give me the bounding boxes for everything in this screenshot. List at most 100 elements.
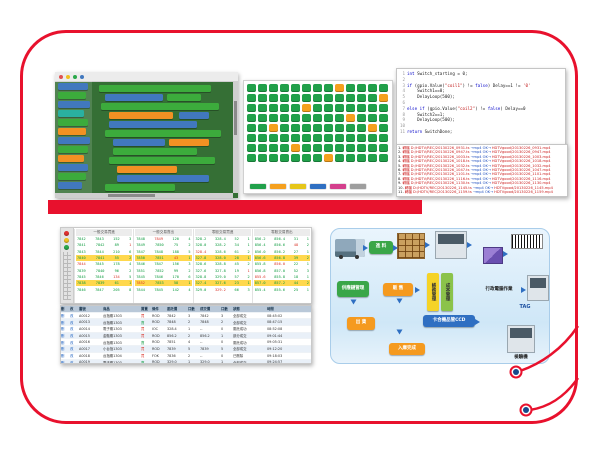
grid-button[interactable]: [379, 114, 388, 122]
grid-button[interactable]: [280, 134, 289, 142]
grid-button[interactable]: [269, 144, 278, 152]
grid-button[interactable]: [313, 84, 322, 92]
grid-button[interactable]: [302, 84, 311, 92]
grid-button[interactable]: [324, 144, 333, 152]
order-cell[interactable]: 改: [70, 334, 74, 339]
grid-button[interactable]: [247, 134, 256, 142]
grid-button[interactable]: [346, 94, 355, 102]
grid-button[interactable]: [258, 144, 267, 152]
grid-button[interactable]: [302, 104, 311, 112]
grid-button[interactable]: [346, 124, 355, 132]
grid-button[interactable]: [313, 94, 322, 102]
grid-button[interactable]: [291, 154, 300, 162]
grid-button[interactable]: [335, 154, 344, 162]
grid-button[interactable]: [368, 84, 377, 92]
grid-button[interactable]: [302, 114, 311, 122]
grid-button[interactable]: [247, 114, 256, 122]
palette-block[interactable]: [58, 146, 88, 153]
order-cell[interactable]: 改: [70, 340, 74, 345]
grid-button[interactable]: [379, 104, 388, 112]
grid-button[interactable]: [357, 124, 366, 132]
code-block[interactable]: [169, 139, 209, 146]
grid-button[interactable]: [313, 134, 322, 142]
grid-button[interactable]: [368, 94, 377, 102]
code-block[interactable]: [179, 112, 209, 119]
grid-button[interactable]: [291, 84, 300, 92]
grid-button[interactable]: [324, 134, 333, 142]
grid-button[interactable]: [357, 144, 366, 152]
grid-button[interactable]: [335, 104, 344, 112]
log-row[interactable]: 7.轉檔 D:/HDTV/REC/20130226_1101.ts→mp4 OK…: [398, 172, 566, 176]
grid-button[interactable]: [302, 154, 311, 162]
grid-button[interactable]: [247, 144, 256, 152]
code-block[interactable]: [113, 139, 165, 146]
grid-button[interactable]: [357, 114, 366, 122]
code-block[interactable]: [109, 157, 215, 164]
grid-button[interactable]: [346, 84, 355, 92]
order-cell[interactable]: 刪: [61, 314, 65, 319]
order-cell[interactable]: 刪: [61, 334, 65, 339]
grid-button[interactable]: [368, 104, 377, 112]
grid-button[interactable]: [346, 154, 355, 162]
grid-button[interactable]: [302, 134, 311, 142]
order-cell[interactable]: 刪: [61, 340, 65, 345]
grid-button[interactable]: [258, 154, 267, 162]
palette-block[interactable]: [58, 110, 84, 117]
grid-button[interactable]: [247, 104, 256, 112]
order-cell[interactable]: 改: [70, 354, 74, 359]
grid-button[interactable]: [291, 124, 300, 132]
grid-button[interactable]: [280, 104, 289, 112]
order-cell[interactable]: 改: [70, 320, 74, 325]
grid-button[interactable]: [313, 144, 322, 152]
grid-button[interactable]: [280, 154, 289, 162]
log-row[interactable]: 10.轉檔 D:/HDTV/REC/20130226_1145.ts→mp4 O…: [398, 186, 566, 190]
grid-button[interactable]: [258, 114, 267, 122]
grid-button[interactable]: [379, 124, 388, 132]
palette-block[interactable]: [58, 173, 86, 180]
log-row[interactable]: 1.轉檔 D:/HDTV/REC/20130226_0931.ts→mp4 OK…: [398, 146, 566, 150]
grid-button[interactable]: [368, 144, 377, 152]
log-row[interactable]: 8.轉檔 D:/HDTV/REC/20130226_1116.ts→mp4 OK…: [398, 177, 566, 181]
grid-button[interactable]: [280, 124, 289, 132]
code-block[interactable]: [105, 94, 163, 101]
grid-button[interactable]: [291, 94, 300, 102]
grid-button[interactable]: [335, 114, 344, 122]
grid-button[interactable]: [302, 144, 311, 152]
grid-button[interactable]: [269, 94, 278, 102]
grid-button[interactable]: [346, 144, 355, 152]
code-block[interactable]: [105, 130, 221, 137]
grid-button[interactable]: [346, 114, 355, 122]
grid-button[interactable]: [302, 94, 311, 102]
order-cell[interactable]: 刪: [61, 360, 65, 364]
grid-button[interactable]: [357, 154, 366, 162]
code-block[interactable]: [113, 148, 197, 155]
grid-button[interactable]: [269, 84, 278, 92]
grid-button[interactable]: [280, 84, 289, 92]
grid-button[interactable]: [379, 94, 388, 102]
palette-block[interactable]: [58, 119, 88, 126]
grid-button[interactable]: [379, 134, 388, 142]
palette-block[interactable]: [58, 182, 82, 189]
